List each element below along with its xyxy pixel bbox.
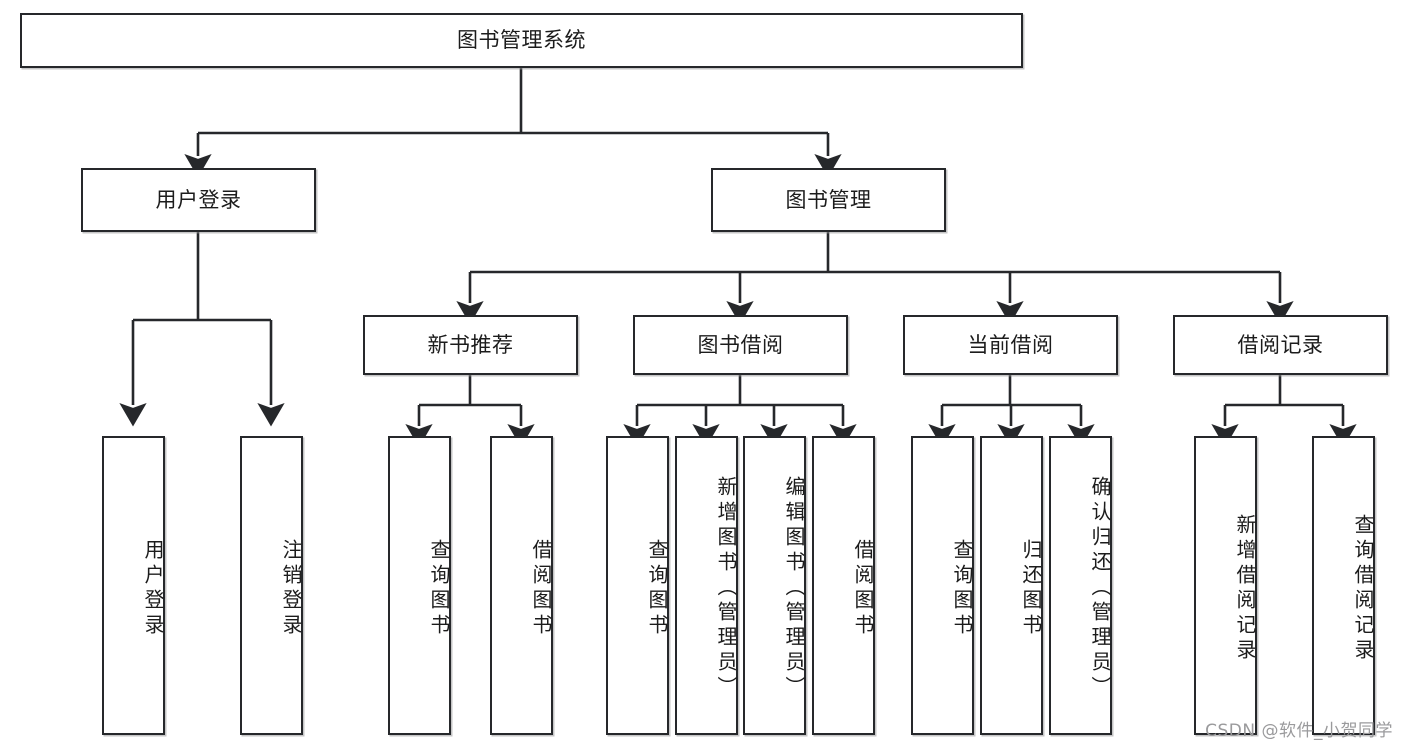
leaf-query-book-recommend[interactable]: 查询图书 xyxy=(388,436,451,735)
node-root-system[interactable]: 图书管理系统 xyxy=(20,13,1023,68)
leaf-query-borrow-record[interactable]: 查询借阅记录 xyxy=(1312,436,1375,735)
node-label: 借阅图书 xyxy=(529,538,553,639)
node-new-book-recommend[interactable]: 新书推荐 xyxy=(363,315,578,375)
node-label: 查询图书 xyxy=(950,538,974,639)
node-label: 编辑图书（管理员） xyxy=(782,476,806,701)
leaf-borrow-book-recommend[interactable]: 借阅图书 xyxy=(490,436,553,735)
node-borrow-record[interactable]: 借阅记录 xyxy=(1173,315,1388,375)
leaf-return-book[interactable]: 归还图书 xyxy=(980,436,1043,735)
node-label: 用户登录 xyxy=(141,538,165,639)
node-label: 借阅图书 xyxy=(851,538,875,639)
leaf-logout[interactable]: 注销登录 xyxy=(240,436,303,735)
leaf-edit-book-admin[interactable]: 编辑图书（管理员） xyxy=(743,436,806,735)
node-label: 借阅记录 xyxy=(1237,332,1324,357)
node-label: 归还图书 xyxy=(1019,538,1043,639)
leaf-add-borrow-record[interactable]: 新增借阅记录 xyxy=(1194,436,1257,735)
node-user-login[interactable]: 用户登录 xyxy=(81,168,316,232)
node-label: 新增图书（管理员） xyxy=(714,476,738,701)
node-label: 查询图书 xyxy=(645,538,669,639)
node-label: 查询图书 xyxy=(427,538,451,639)
leaf-query-book-current[interactable]: 查询图书 xyxy=(911,436,974,735)
node-label: 注销登录 xyxy=(279,538,303,639)
node-label: 图书借阅 xyxy=(697,332,784,357)
node-book-management[interactable]: 图书管理 xyxy=(711,168,946,232)
node-book-borrow[interactable]: 图书借阅 xyxy=(633,315,848,375)
node-label: 图书管理系统 xyxy=(457,28,586,53)
node-label: 用户登录 xyxy=(155,187,242,212)
node-label: 查询借阅记录 xyxy=(1351,513,1375,664)
leaf-query-book-borrow[interactable]: 查询图书 xyxy=(606,436,669,735)
node-current-borrow[interactable]: 当前借阅 xyxy=(903,315,1118,375)
node-label: 图书管理 xyxy=(785,187,872,212)
leaf-confirm-return-admin[interactable]: 确认归还（管理员） xyxy=(1049,436,1112,735)
node-label: 新书推荐 xyxy=(427,332,514,357)
node-label: 当前借阅 xyxy=(967,332,1054,357)
node-label: 确认归还（管理员） xyxy=(1088,476,1112,701)
leaf-add-book-admin[interactable]: 新增图书（管理员） xyxy=(675,436,738,735)
leaf-borrow-book[interactable]: 借阅图书 xyxy=(812,436,875,735)
node-label: 新增借阅记录 xyxy=(1233,513,1257,664)
leaf-user-login[interactable]: 用户登录 xyxy=(102,436,165,735)
